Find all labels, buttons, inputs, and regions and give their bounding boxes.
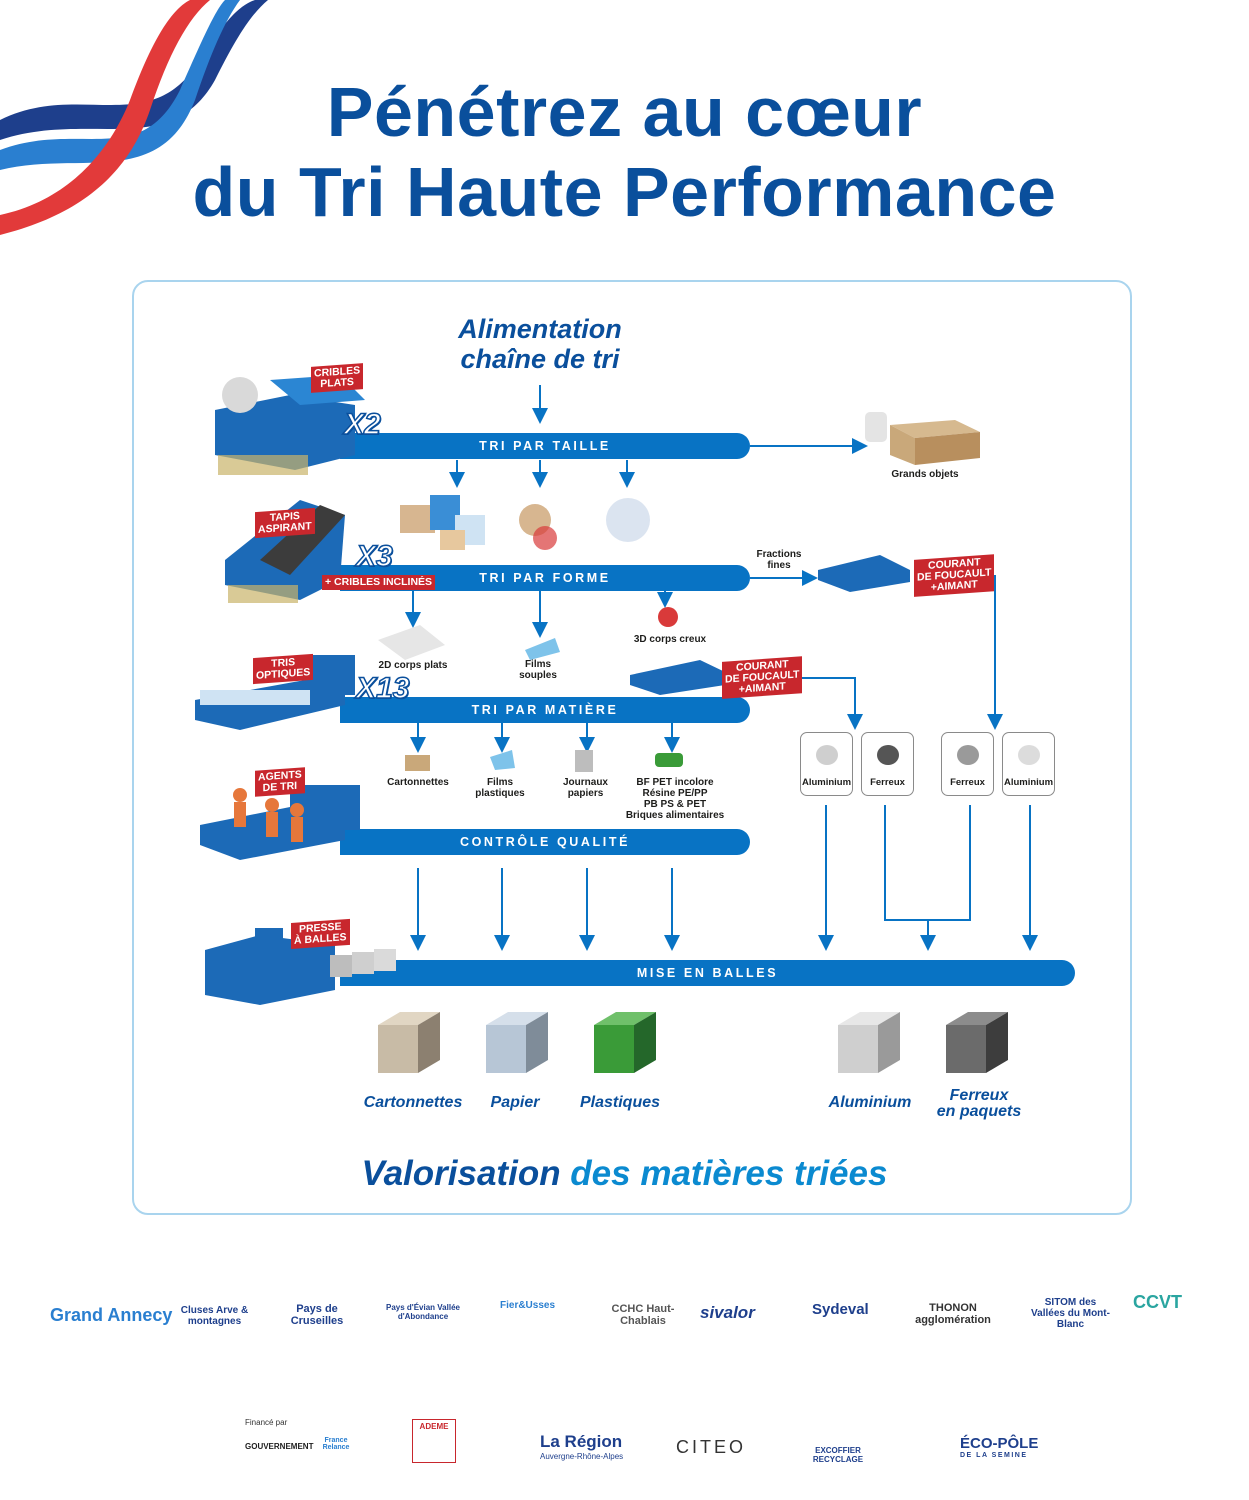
label-grands-objets: Grands objets (891, 469, 959, 480)
logo-sivalor: sivalor (700, 1303, 755, 1322)
output-cartonnettes: Cartonnettes (363, 1094, 463, 1111)
logo-citeo: CITEO (676, 1437, 747, 1457)
logo-cchc: CCHC Haut-Chablais (611, 1303, 675, 1327)
logo-auvergne: Auvergne-Rhône-Alpes (540, 1452, 624, 1461)
title-line-2: du Tri Haute Performance (192, 153, 1057, 231)
logo-la-region: La Région (540, 1432, 623, 1451)
multiplier-x13: X13 (355, 671, 410, 706)
output-plastiques: Plastiques (579, 1094, 661, 1111)
ribbon-decoration (0, 0, 268, 235)
multiplier-x2: X2 (343, 407, 381, 442)
logo-sitom: SITOM des Vallées du Mont-Blanc (1031, 1297, 1110, 1330)
logo-semine: DE LA SEMINE (960, 1452, 1028, 1459)
output-aluminium: Aluminium (828, 1094, 912, 1111)
card-aluminium-2: Aluminium (1002, 732, 1055, 796)
multiplier-x3: X3 (355, 539, 393, 574)
title-line-1: Pénétrez au cœur (326, 73, 923, 151)
card-ferreux-1: Ferreux (861, 732, 914, 796)
logo-fier-usses: Fier&Usses (500, 1300, 556, 1311)
bar-tri-par-matiere: TRI PAR MATIÈRE (340, 697, 750, 723)
logo-thonon: THONON agglomération (915, 1302, 991, 1326)
card-ferreux-2: Ferreux (941, 732, 994, 796)
logo-sydeval: Sydeval (812, 1301, 869, 1318)
tag-cribles-inclines: + CRIBLES INCLINÉS (322, 575, 436, 590)
logo-ademe: ADEME (412, 1419, 456, 1463)
logo-excoffier: EXCOFFIER RECYCLAGE (812, 1446, 864, 1464)
logo-finance-par: Financé par (245, 1418, 288, 1427)
logo-eco-pole: ÉCO-PÔLE (960, 1435, 1039, 1452)
logo-grand-annecy: Grand Annecy (50, 1305, 173, 1325)
logo-cluses: Cluses Arve & montagnes (180, 1305, 249, 1327)
process-panel (132, 280, 1132, 1215)
card-aluminium-1: Aluminium (800, 732, 853, 796)
bar-mise-en-balles: MISE EN BALLES (340, 960, 1075, 986)
logo-cruseilles: Pays de Cruseilles (290, 1303, 344, 1327)
logo-gouvernement: GOUVERNEMENT (245, 1442, 314, 1451)
feed-label: Alimentation chaîne de tri (458, 314, 622, 374)
logo-pays-evian: Pays d'Évian Vallée d'Abondance (386, 1303, 460, 1321)
logo-france-relance: France Relance (322, 1437, 350, 1451)
bar-controle-qualite: CONTRÔLE QUALITÉ (340, 829, 750, 855)
label-2d-corps-plats: 2D corps plats (378, 660, 448, 671)
logo-ccvt: CCVT (1133, 1292, 1182, 1312)
bar-tri-par-taille: TRI PAR TAILLE (340, 433, 750, 459)
label-3d-corps-creux: 3D corps creux (633, 634, 707, 645)
page-title: Pénétrez au cœur du Tri Haute Performanc… (0, 72, 1249, 232)
output-papier: Papier (490, 1094, 540, 1111)
label-cartonnettes: Cartonnettes (387, 777, 449, 788)
valorisation-title: Valorisation des matières triées (361, 1154, 888, 1193)
